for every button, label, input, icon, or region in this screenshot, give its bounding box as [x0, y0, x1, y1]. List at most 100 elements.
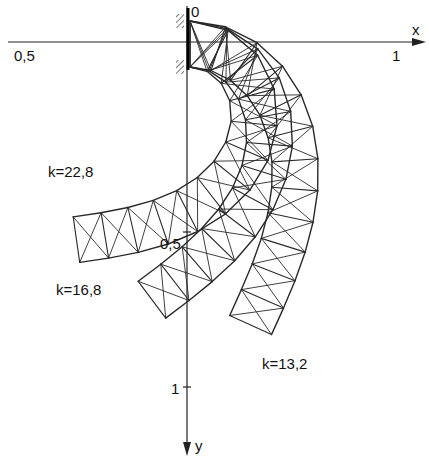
axis-label: x — [412, 22, 420, 37]
truss-member — [197, 161, 214, 177]
axis-label: 1 — [392, 48, 400, 63]
truss-member — [221, 30, 228, 83]
truss-member — [207, 71, 221, 83]
truss-member — [301, 95, 313, 126]
truss-member — [197, 178, 198, 232]
truss-member — [189, 21, 190, 67]
truss-member — [109, 208, 128, 259]
truss-member — [274, 89, 277, 126]
axis-label: 0 — [191, 4, 199, 19]
truss-member — [226, 126, 277, 142]
truss-member — [272, 308, 284, 335]
axis-label: k=22,8 — [48, 164, 93, 179]
axis-label: 1 — [171, 381, 179, 396]
truss-member — [305, 222, 313, 252]
truss-member — [197, 178, 225, 214]
truss-member — [138, 264, 161, 281]
truss-member — [268, 191, 318, 213]
truss-member — [246, 78, 280, 120]
truss-member — [226, 49, 258, 82]
truss-member — [226, 29, 227, 83]
truss-member — [189, 21, 190, 67]
truss-member — [138, 281, 166, 318]
truss-member — [161, 264, 166, 318]
truss-member — [153, 200, 197, 231]
truss-member — [233, 188, 273, 210]
truss-member — [279, 78, 290, 112]
truss-member — [230, 101, 277, 126]
truss-member — [109, 252, 139, 258]
truss-member — [214, 142, 226, 161]
truss-member — [230, 316, 272, 335]
truss-member — [182, 247, 235, 261]
truss-member — [313, 191, 318, 222]
truss-member — [177, 191, 198, 232]
truss-member — [241, 281, 295, 290]
truss-member — [226, 27, 258, 43]
truss-member — [235, 237, 256, 261]
truss-beams — [73, 21, 318, 335]
truss-member — [272, 159, 318, 162]
truss-member — [226, 190, 250, 214]
support-hatch — [176, 60, 184, 74]
truss-member — [228, 30, 258, 55]
truss-member — [214, 160, 268, 162]
truss-member — [242, 143, 247, 166]
truss-member — [73, 213, 101, 217]
truss-member — [153, 191, 176, 201]
truss-member — [230, 101, 232, 122]
truss-member — [202, 229, 256, 237]
truss-member — [177, 191, 226, 214]
truss-member — [268, 213, 313, 223]
truss-member — [272, 187, 318, 191]
truss-member — [128, 200, 153, 207]
truss-member — [138, 200, 153, 252]
truss-member — [189, 282, 212, 301]
truss-member — [227, 29, 258, 49]
truss-member — [247, 112, 291, 143]
truss-member — [284, 281, 296, 308]
truss-member — [128, 208, 138, 253]
truss-member — [272, 187, 313, 222]
truss-member — [177, 178, 198, 191]
truss-member — [247, 96, 260, 116]
truss-member — [252, 252, 305, 264]
truss-member — [255, 210, 273, 237]
truss-member — [239, 99, 246, 120]
tick — [183, 386, 191, 387]
truss-member — [230, 290, 242, 316]
truss-member — [166, 301, 189, 319]
truss-member — [190, 67, 207, 71]
truss-member — [190, 30, 228, 67]
truss-member — [260, 95, 301, 115]
truss-member — [317, 159, 319, 191]
truss-member — [221, 83, 274, 89]
truss-member — [212, 261, 235, 282]
truss-member — [260, 66, 283, 115]
truss-member — [286, 146, 293, 179]
axis-label: k=13,2 — [262, 356, 307, 371]
truss-member — [190, 21, 207, 71]
truss-member — [258, 55, 275, 89]
truss-member — [268, 138, 318, 159]
truss-member — [221, 55, 258, 83]
y-axis — [186, 6, 187, 446]
truss-member — [261, 238, 305, 252]
truss-member — [252, 238, 261, 264]
truss-member — [190, 21, 228, 30]
truss-member — [261, 222, 313, 238]
truss-member — [273, 179, 286, 209]
truss-member — [207, 55, 258, 71]
truss-member — [272, 162, 318, 191]
truss-member — [231, 121, 277, 125]
axis-label: y — [195, 438, 203, 453]
truss-member — [226, 142, 250, 190]
truss-member — [233, 179, 286, 188]
truss-member — [73, 217, 80, 263]
truss-member — [221, 83, 230, 101]
truss-member — [241, 264, 252, 290]
truss-member — [189, 21, 190, 67]
truss-member — [230, 89, 275, 101]
axis-label: 0,5 — [160, 236, 181, 251]
